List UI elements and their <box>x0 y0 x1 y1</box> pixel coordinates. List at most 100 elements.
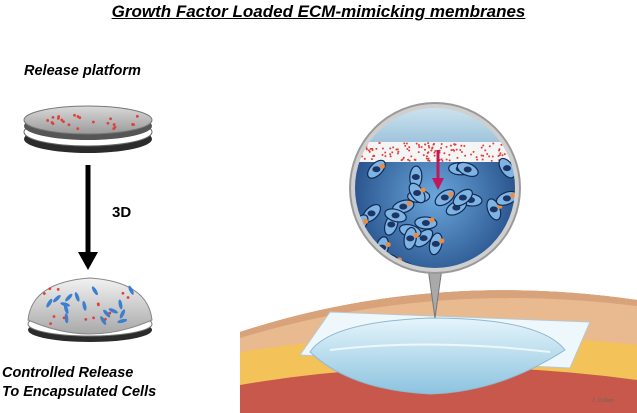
growth-factor-dot <box>46 119 50 122</box>
cell <box>103 309 111 318</box>
growth-factor-dot <box>445 145 448 148</box>
growth-factor-dot <box>408 149 411 152</box>
growth-factor-dot <box>369 147 372 150</box>
outcome-label: Controlled Release To Encapsulated Cells <box>2 364 232 402</box>
growth-factor-dot <box>48 287 52 291</box>
growth-factor-dot <box>392 146 395 149</box>
growth-factor-dot <box>476 158 479 161</box>
growth-factor-dot <box>353 146 356 149</box>
growth-factor-dot <box>434 149 437 152</box>
growth-factor-dot <box>453 149 456 152</box>
growth-factor-dot <box>381 153 384 156</box>
growth-factor-dot <box>480 154 483 157</box>
growth-factor-dot <box>384 151 387 154</box>
growth-factor-dot <box>418 146 421 149</box>
cell <box>118 299 123 310</box>
growth-factor-dot <box>353 155 355 158</box>
growth-factor-dot <box>422 154 425 157</box>
growth-factor-dot <box>363 157 366 160</box>
growth-factor-dot <box>103 317 107 321</box>
growth-factor-dot <box>459 149 462 152</box>
cell <box>119 309 126 319</box>
growth-factor-dot <box>488 155 491 158</box>
growth-factor-dot <box>433 151 436 154</box>
growth-factor-dot <box>396 148 399 151</box>
growth-factor-dot <box>417 143 420 146</box>
growth-factor-dot <box>445 158 448 161</box>
growth-factor-dot <box>367 149 370 152</box>
growth-factor-dot <box>482 144 485 147</box>
growth-factor-dot <box>501 154 504 157</box>
growth-factor-dot <box>415 142 418 145</box>
growth-factor-dot <box>56 116 60 120</box>
growth-factor-dot <box>397 150 400 153</box>
growth-factor-dot <box>135 114 139 118</box>
growth-factor-dot <box>52 315 56 318</box>
growth-factor-dot <box>405 142 408 145</box>
growth-factor-dot <box>389 155 392 158</box>
growth-factor-dot <box>67 123 71 127</box>
growth-factor-dot <box>389 153 392 156</box>
growth-factor-dot <box>456 156 459 159</box>
growth-factor-dot <box>492 142 495 145</box>
cell <box>63 304 69 315</box>
growth-factor-dot <box>403 142 406 145</box>
growth-factor-dot <box>408 159 411 162</box>
growth-factor-dot <box>428 146 431 149</box>
growth-factor-dot <box>51 116 55 119</box>
cell <box>353 254 364 270</box>
growth-factor-dot <box>488 145 491 148</box>
cell <box>60 302 70 307</box>
growth-factor-dot <box>481 158 484 161</box>
growth-factor-dot <box>49 322 52 326</box>
growth-factor-dot <box>472 150 475 153</box>
cell <box>403 226 419 250</box>
growth-factor-dot <box>440 142 443 145</box>
artist-signature: J. Cohen <box>592 398 613 404</box>
growth-factor-dot <box>368 150 371 153</box>
growth-factor-dot <box>353 150 354 153</box>
growth-factor-dot <box>448 153 451 156</box>
magnified-view <box>349 102 521 274</box>
cell <box>456 161 479 178</box>
cell <box>498 157 516 179</box>
cell <box>367 159 386 179</box>
growth-factor-dot <box>375 147 378 150</box>
growth-factor-dot <box>371 147 374 150</box>
growth-factor-dot <box>381 147 384 150</box>
growth-factor-dot <box>498 154 501 157</box>
process-arrow <box>78 165 98 270</box>
growth-factor-dot <box>450 149 453 152</box>
growth-factor-dot <box>76 127 80 131</box>
cell <box>384 208 407 223</box>
growth-factor-dot <box>490 159 493 162</box>
cell <box>495 190 517 206</box>
growth-factor-dot <box>420 146 423 149</box>
growth-factor-dot <box>427 157 430 160</box>
growth-factor-dot <box>486 153 489 156</box>
growth-factor-dot <box>92 120 95 124</box>
growth-factor-dot <box>491 155 494 158</box>
growth-factor-dot <box>76 115 80 118</box>
growth-factor-dot <box>410 155 413 158</box>
cell <box>500 248 517 267</box>
growth-factor-dot <box>460 150 463 153</box>
cell <box>108 308 118 314</box>
cell <box>46 298 53 308</box>
growth-factor-dot <box>389 147 392 150</box>
cell <box>452 188 473 207</box>
cell <box>434 188 456 207</box>
cell <box>409 165 423 189</box>
growth-factor-dot <box>480 146 483 149</box>
growth-factor-dot <box>448 159 451 162</box>
growth-factor-dot <box>427 144 430 147</box>
growth-factor-dot <box>441 159 444 162</box>
growth-factor-dots-top <box>46 113 139 131</box>
cell <box>117 318 128 324</box>
cell <box>82 300 87 311</box>
growth-factor-dot <box>413 158 416 161</box>
growth-factor-dot <box>427 142 430 145</box>
growth-factor-dot <box>370 158 373 161</box>
growth-factor-dot <box>503 153 506 156</box>
